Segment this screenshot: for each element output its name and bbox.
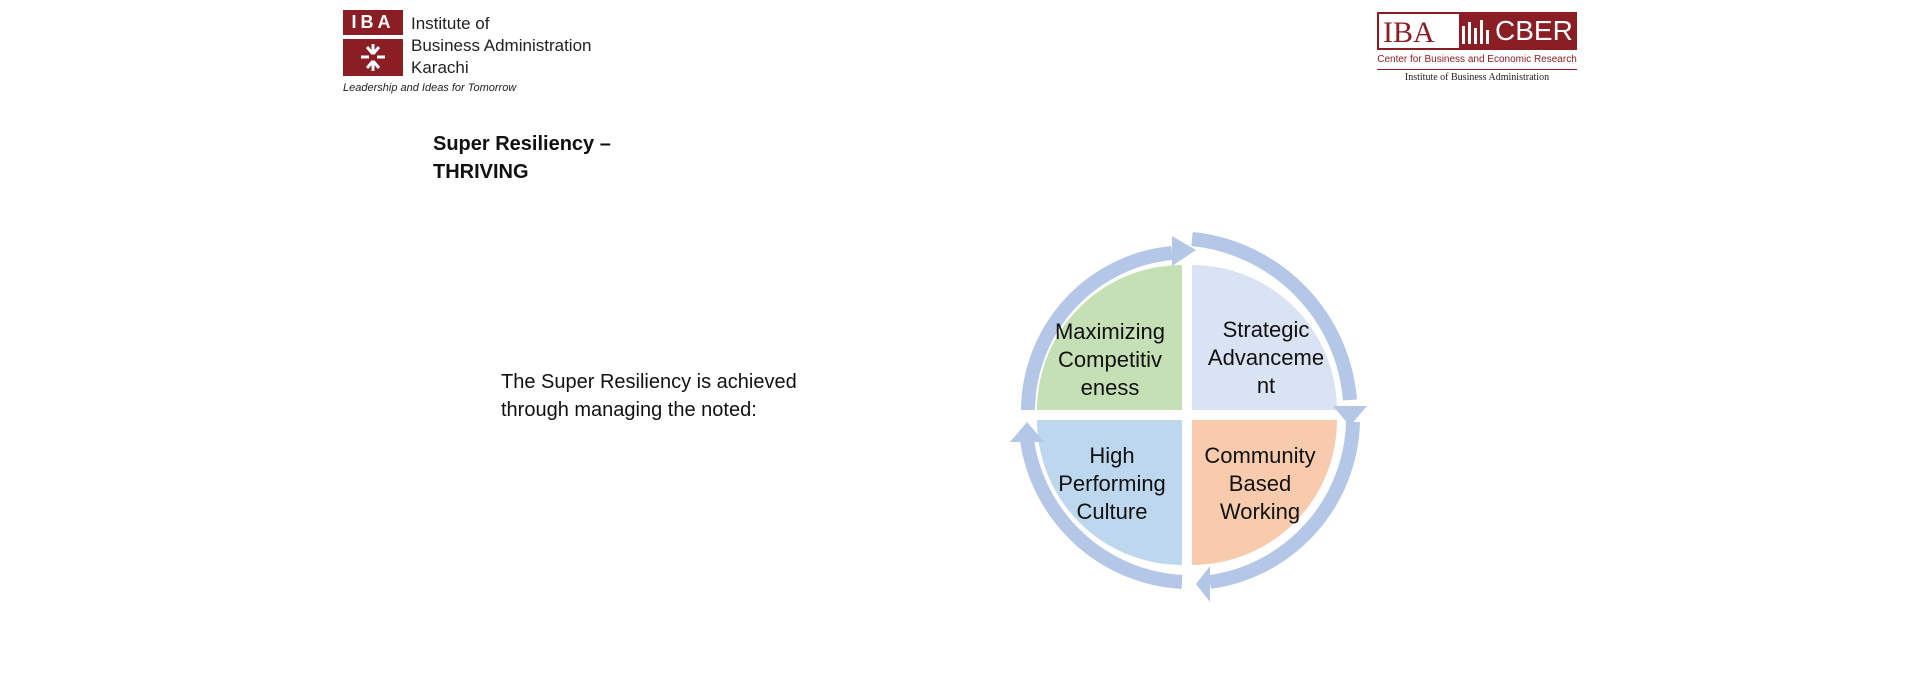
- quadrant-top-left: [1037, 265, 1182, 410]
- iba-cber-logo: IBA CBER Center for Business and Economi…: [1377, 12, 1579, 97]
- resiliency-cycle-diagram: Maximizing Competitiv eness Strategic Ad…: [960, 210, 1400, 630]
- logo-tagline: Leadership and Ideas for Tomorrow: [343, 82, 517, 94]
- bar-chart-icon: [1462, 20, 1489, 44]
- iba-abbr: IBA: [343, 10, 403, 35]
- label-line: nt: [1256, 373, 1276, 398]
- ring-arrow-bottom-left: [1020, 438, 1183, 589]
- arrowhead-right: [1333, 406, 1367, 426]
- label-top-right: Strategic Advanceme nt: [1196, 316, 1336, 400]
- label-bottom-left: High Performing Culture: [1042, 442, 1182, 526]
- cber-subtitle: Center for Business and Economic Researc…: [1377, 54, 1577, 65]
- label-line: Advanceme: [1207, 345, 1325, 370]
- slide-title: Super Resiliency – THRIVING: [433, 130, 611, 186]
- arrowhead-bottom: [1196, 566, 1210, 602]
- quadrant-top-right: [1192, 265, 1337, 410]
- cber-red-block: [1459, 14, 1577, 48]
- label-line: Based: [1228, 471, 1292, 496]
- body-line-2: through managing the noted:: [501, 399, 757, 421]
- cber-frame: IBA CBER: [1377, 12, 1577, 50]
- cber-subtitle-2: Institute of Business Administration: [1404, 72, 1550, 83]
- ring-arrow-top-left: [1021, 246, 1173, 411]
- label-line: Working: [1219, 499, 1301, 524]
- cber-divider: [1377, 69, 1577, 70]
- ring-arrow-top-right: [1191, 232, 1357, 401]
- arrowhead-top: [1172, 236, 1196, 266]
- iba-emblem: IBA: [343, 10, 403, 76]
- label-line: High: [1089, 443, 1135, 468]
- logo-line-2: Business Administration: [411, 36, 592, 55]
- arrowhead-left: [1010, 422, 1044, 442]
- ring-arrow-bottom-right: [1209, 421, 1360, 589]
- label-top-left: Maximizing Competitiv eness: [1040, 318, 1180, 402]
- label-line: Strategic: [1222, 317, 1310, 342]
- label-line: Culture: [1076, 499, 1148, 524]
- body-line-1: The Super Resiliency is achieved: [501, 371, 797, 393]
- title-line-1: Super Resiliency –: [433, 133, 611, 155]
- iba-karachi-logo: IBA Institute of Business Administration…: [343, 10, 603, 100]
- label-line: Maximizing: [1054, 319, 1166, 344]
- label-bottom-right: Community Based Working: [1190, 442, 1330, 526]
- label-line: Performing: [1058, 471, 1166, 496]
- label-line: Community: [1204, 443, 1316, 468]
- cycle-svg: [1010, 232, 1367, 602]
- title-line-2: THRIVING: [433, 161, 529, 183]
- cber-name: CBER: [1495, 15, 1573, 46]
- logo-line-1: Institute of: [411, 14, 490, 33]
- label-line: Competitiv: [1058, 347, 1162, 372]
- iba-emblem-icon: [343, 39, 403, 76]
- quadrant-bottom-right: [1192, 420, 1337, 565]
- logo-line-3: Karachi: [411, 58, 469, 77]
- cber-iba-text: IBA: [1383, 16, 1435, 49]
- body-text: The Super Resiliency is achieved through…: [501, 368, 841, 424]
- label-line: eness: [1080, 375, 1140, 400]
- quadrant-bottom-left: [1037, 420, 1182, 565]
